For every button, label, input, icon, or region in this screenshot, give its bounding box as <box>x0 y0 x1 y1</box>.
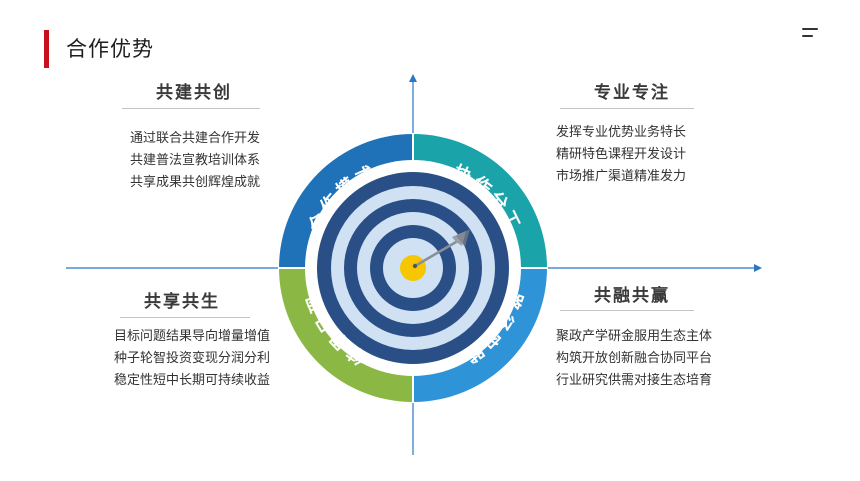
section-heading-win-win: 共融共赢 <box>594 286 670 306</box>
title-accent-bar <box>44 30 49 68</box>
section-line: 通过联合共建合作开发 <box>129 131 260 146</box>
section-rule <box>560 310 694 311</box>
menu-icon[interactable] <box>802 28 818 38</box>
bullseye <box>400 255 426 281</box>
section-line: 种子轮智投资变现分润分利 <box>113 351 270 366</box>
section-line: 聚政产学研金服用生态主体 <box>556 329 713 344</box>
section-rule <box>122 108 260 109</box>
section-heading-shared: 共享共生 <box>144 292 220 312</box>
section-line: 稳定性短中长期可持续收益 <box>113 373 270 388</box>
section-line: 发挥专业优势业务特长 <box>556 125 687 140</box>
section-body-win-win: 聚政产学研金服用生态主体 构筑开放创新融合协同平台 行业研究供需对接生态培育 <box>556 326 776 392</box>
dart-icon <box>412 229 470 269</box>
section-line: 目标问题结果导向增量增值 <box>113 329 270 344</box>
section-line: 构筑开放创新融合协同平台 <box>556 351 713 366</box>
section-line: 行业研究供需对接生态培育 <box>556 373 713 388</box>
section-body-shared: 目标问题结果导向增量增值 种子轮智投资变现分润分利 稳定性短中长期可持续收益 <box>50 326 270 392</box>
section-line: 共享成果共创辉煌成就 <box>129 175 260 190</box>
section-body-professional: 发挥专业优势业务特长 精研特色课程开发设计 市场推广渠道精准发力 <box>556 122 776 188</box>
section-heading-professional: 专业专注 <box>594 83 670 103</box>
section-heading-co-build: 共建共创 <box>156 83 232 103</box>
section-line: 精研特色课程开发设计 <box>556 147 687 162</box>
section-line: 共建普法宣教培训体系 <box>129 153 260 168</box>
section-body-co-build: 通过联合共建合作开发 共建普法宣教培训体系 共享成果共创辉煌成就 <box>60 128 260 194</box>
page-title: 合作优势 <box>66 37 154 61</box>
section-rule <box>120 317 250 318</box>
section-line: 市场推广渠道精准发力 <box>556 169 687 184</box>
section-rule <box>560 108 694 109</box>
